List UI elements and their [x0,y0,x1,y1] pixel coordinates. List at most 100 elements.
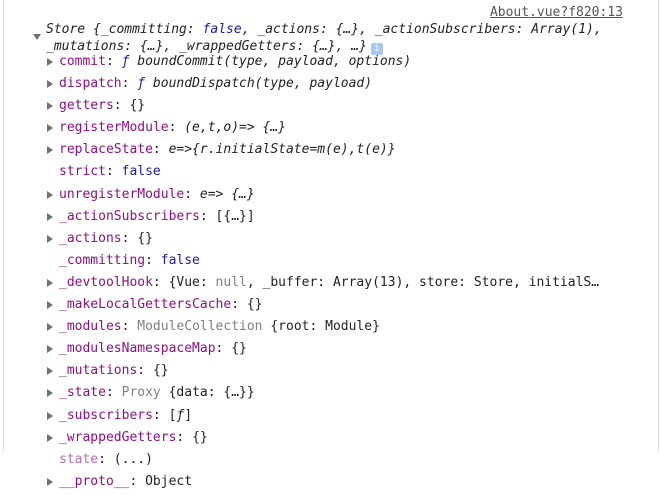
property-row-actionsubscribers[interactable]: _actionSubscribers: [{…}] [47,208,599,230]
expand-triangle-icon[interactable] [47,477,53,486]
expand-triangle-icon[interactable] [47,367,53,376]
separator: : [129,473,146,489]
expand-triangle-icon[interactable] [47,323,53,332]
property-key: _wrappedGetters [59,429,177,445]
value-token: false [121,164,161,180]
expand-triangle-icon[interactable] [47,58,53,66]
expand-triangle-icon[interactable] [47,190,53,199]
property-key: _makeLocalGettersCache [59,297,232,313]
property-key: replaceState [59,142,153,158]
property-row-modulesnamespacemap[interactable]: _modulesNamespaceMap: {} [47,340,599,362]
property-row-proto[interactable]: __proto__: Object [47,473,599,495]
property-row-modules[interactable]: _modules: ModuleCollection {root: Module… [47,318,599,340]
expand-triangle-icon[interactable] [47,411,53,420]
separator: : [121,319,138,335]
value-token: boundDispatch(type, payload) [145,76,373,92]
summary-line-2: _mutations: {…}, _wrappedGetters: {…}, …… [46,38,646,55]
value-token: , _actions: {…}, _actionSubscribers: Arr… [241,22,602,37]
value-token: [ [168,407,177,423]
property-key: _modulesNamespaceMap [59,341,216,357]
property-key: _modules [59,319,122,335]
value-token: {} [152,363,169,379]
expand-triangle-icon[interactable] [47,433,53,442]
summary-line-1: Store {_committing: false, _actions: {…}… [46,21,646,38]
expand-triangle-icon[interactable] [47,102,53,111]
separator: : [152,274,169,290]
expand-triangle-icon[interactable] [47,80,53,89]
value-token: Object [145,473,193,489]
property-key: strict [59,164,106,180]
property-row-registermodule[interactable]: registerModule: (e,t,o)=> {…} [47,119,599,141]
value-token: {} [231,341,247,357]
property-row-state: state: (...) [47,451,599,473]
separator: : [152,407,169,423]
value-token: , _buffer: Array(13), store: Store, init… [246,274,600,290]
separator: : [105,164,122,180]
value-token: e=> {…} [199,186,255,202]
property-key: _devtoolHook [59,274,153,290]
object-summary[interactable]: Store {_committing: false, _actions: {…}… [46,21,646,55]
property-row-strict: strict: false [47,163,599,185]
separator: : [105,385,122,401]
property-row-commit[interactable]: commit: ƒ boundCommit(type, payload, opt… [47,53,599,75]
expand-triangle-icon[interactable] [47,301,53,310]
source-link[interactable]: About.vue?f820:13 [489,5,623,20]
value-token: [{…}] [215,208,255,224]
property-row-dispatch[interactable]: dispatch: ƒ boundDispatch(type, payload) [47,75,599,97]
property-row-mutations[interactable]: _mutations: {} [47,362,599,384]
property-key: state [59,451,99,467]
property-row-getters[interactable]: getters: {} [47,97,599,119]
expand-triangle-icon[interactable] [47,212,53,221]
separator: : [137,363,153,379]
property-list: commit: ƒ boundCommit(type, payload, opt… [47,53,599,495]
property-row-makelocalgetterscache[interactable]: _makeLocalGettersCache: {} [47,296,599,318]
separator: : [121,76,138,92]
value-token: e=>{r.initialState=m(e),t(e)} [168,142,396,158]
separator: : [184,186,200,202]
value-token: Proxy [121,385,161,401]
property-row-wrappedgetters[interactable]: _wrappedGetters: {} [47,429,599,451]
property-key: _mutations [59,363,138,379]
value-token: ƒ [121,54,130,69]
value-token: {Vue: [168,274,216,290]
separator: : [168,120,185,136]
separator: : [105,54,122,69]
property-key: _committing [59,252,146,268]
property-row-actions[interactable]: _actions: {} [47,230,599,252]
property-row-state[interactable]: _state: Proxy {data: {…}} [47,384,599,406]
property-row-replacestate[interactable]: replaceState: e=>{r.initialState=m(e),t(… [47,141,599,163]
value-token: {} [137,230,153,246]
console-message-frame [3,0,659,451]
separator: : [176,429,193,445]
property-key: unregisterModule [59,186,185,202]
separator: : [215,341,232,357]
property-key: _actions [59,230,122,246]
value-token: false [202,22,242,37]
property-row-subscribers[interactable]: _subscribers: [ƒ] [47,407,599,429]
collapse-triangle-icon[interactable] [33,34,41,40]
value-token: Store {_committing: [46,22,203,37]
value-token: ƒ [137,76,146,92]
property-key: _subscribers [59,407,153,423]
property-key: __proto__ [59,473,130,489]
value-token: ] [184,407,193,423]
expand-triangle-icon[interactable] [47,234,53,243]
value-token: (...) [113,451,153,467]
property-key: dispatch [59,76,122,92]
property-row-devtoolhook[interactable]: _devtoolHook: {Vue: null, _buffer: Array… [47,274,599,296]
info-icon[interactable]: i [370,43,383,55]
property-row-unregistermodule[interactable]: unregisterModule: e=> {…} [47,186,599,208]
value-token: _mutations: {…}, _wrappedGetters: {…}, …… [46,39,367,54]
separator: : [231,297,247,313]
expand-triangle-icon[interactable] [47,389,53,398]
value-token: false [160,252,200,268]
property-key: getters [59,98,114,114]
property-row-committing: _committing: false [47,252,599,274]
expand-triangle-icon[interactable] [47,345,53,354]
expand-triangle-icon[interactable] [47,124,53,133]
separator: : [121,230,138,246]
expand-triangle-icon[interactable] [47,278,53,287]
expand-triangle-icon[interactable] [47,146,53,155]
value-token: {} [246,297,263,313]
value-token: {} [129,98,146,114]
